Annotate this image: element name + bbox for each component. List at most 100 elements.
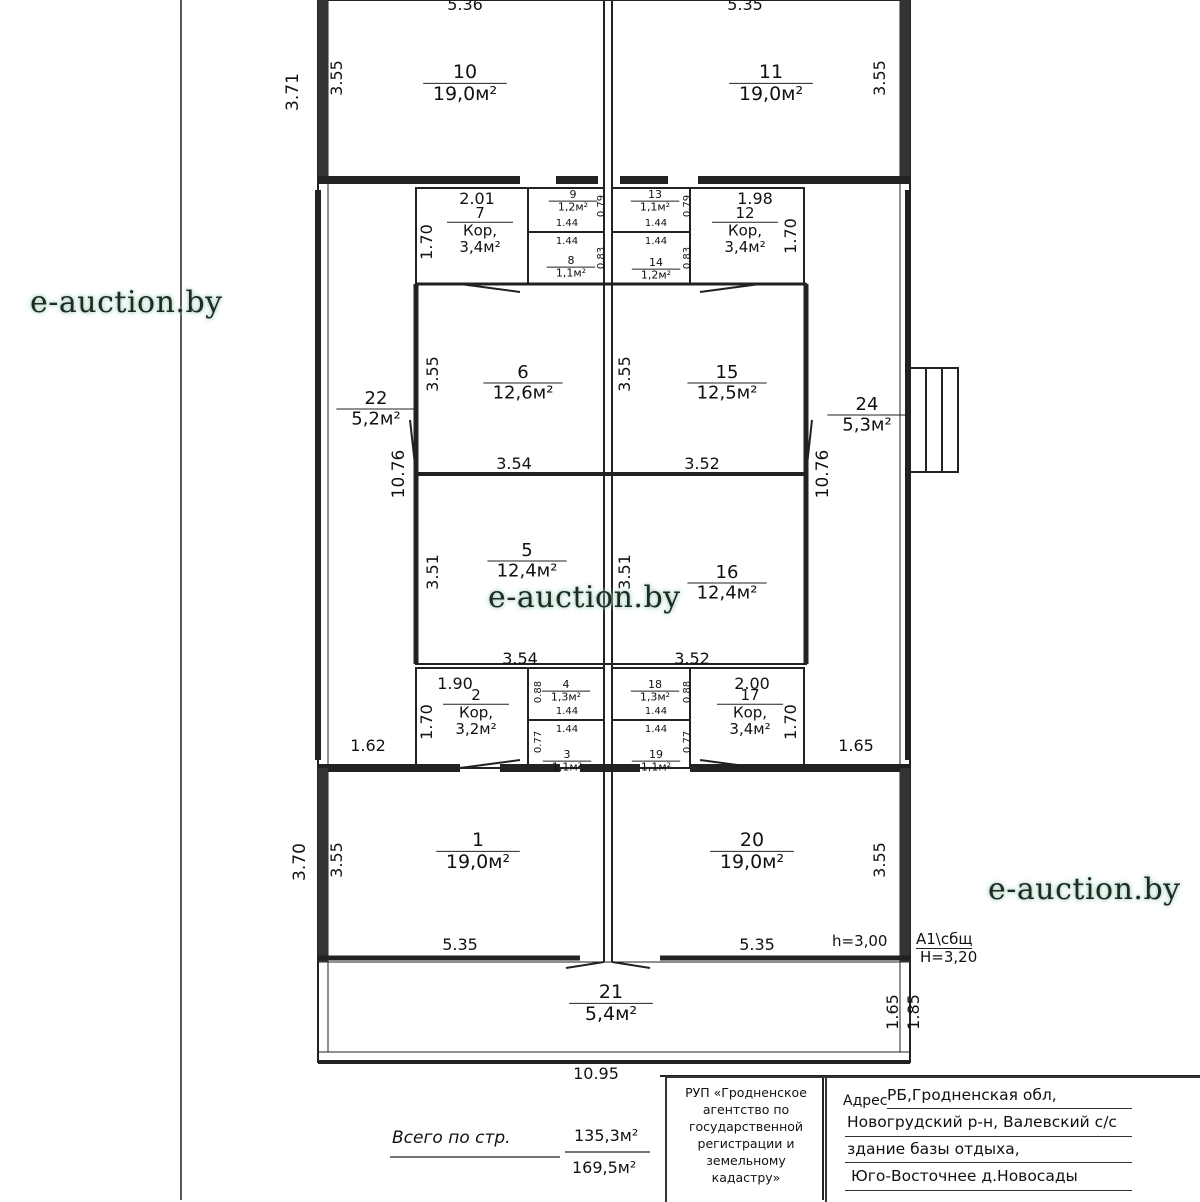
dimension-label: 1.44: [645, 724, 667, 735]
room-label: 9: [570, 188, 577, 201]
watermark: e-auction.by: [488, 580, 681, 615]
address-line: РБ,Гродненская обл,: [887, 1086, 1057, 1104]
room-label: 19,0м²: [446, 851, 510, 873]
dimension-label: 3.55: [870, 60, 889, 96]
room-label: 5: [521, 540, 532, 561]
dimension-label: 1.62: [350, 736, 386, 755]
total-label: Всего по стр.: [392, 1128, 511, 1148]
dimension-label: 0.77: [682, 731, 693, 753]
dimension-label: 3.55: [423, 356, 442, 392]
room-label: Кор,: [463, 221, 497, 239]
dimension-label: 5.36: [447, 0, 483, 14]
room-label: Кор,: [728, 221, 762, 239]
dimension-label: 1.70: [781, 218, 800, 254]
room-label: 7: [475, 204, 485, 222]
agency-block: РУП «Гродненское агентство по государств…: [665, 1076, 825, 1202]
watermark: e-auction.by: [988, 872, 1181, 907]
room-label: 3,4м²: [729, 720, 770, 738]
dimension-label: 1.70: [417, 224, 436, 260]
dimension-label: 1.70: [781, 704, 800, 740]
room-label: 3,4м²: [459, 238, 500, 256]
dimension-label: 3.71: [283, 73, 303, 111]
dimension-label: 3.55: [327, 842, 346, 878]
dimension-label: 1.90: [437, 674, 473, 693]
room-label: 12,5м²: [697, 383, 758, 404]
dimension-label: 5.35: [727, 0, 763, 14]
room-label: 20: [740, 829, 764, 851]
room-label: 19,0м²: [739, 83, 803, 105]
room-label: 1: [472, 829, 484, 851]
room-label: 15: [716, 362, 739, 383]
address-line: Новогрудский р-н, Валевский с/с: [847, 1113, 1117, 1131]
room-label: 5,2м²: [351, 409, 400, 430]
dimension-label: 0.88: [682, 681, 693, 703]
room-label: 11: [759, 61, 783, 83]
room-label: 16: [716, 562, 739, 583]
dimension-label: 1.44: [645, 236, 667, 247]
room-label: 14: [649, 256, 663, 269]
dimension-label: 2.00: [734, 674, 770, 693]
dimension-label: 1.44: [556, 218, 578, 229]
room-label: 12,6м²: [493, 383, 554, 404]
room-label: 13: [648, 188, 662, 201]
room-label: 18: [648, 678, 662, 691]
dimension-label: 3.55: [870, 842, 889, 878]
dimension-label: 0.77: [533, 731, 544, 753]
room-label: 21: [599, 981, 623, 1003]
agency-line: государственной: [688, 1119, 804, 1134]
dimension-label: 3.52: [684, 454, 720, 473]
dimension-label: 3.55: [327, 60, 346, 96]
dimension-label: 0.79: [682, 195, 693, 217]
dimension-label: 3.52: [674, 649, 710, 668]
dimension-label: 0.88: [533, 681, 544, 703]
room-label: 1,2м²: [558, 201, 588, 214]
address-line: здание базы отдыха,: [847, 1140, 1020, 1158]
total-area-block: Всего по стр.: [392, 1128, 511, 1148]
dimension-label: 1.44: [556, 706, 578, 717]
agency-line: земельному: [706, 1153, 786, 1168]
agency-line: агентство по: [702, 1102, 790, 1117]
room-label: 3,2м²: [455, 720, 496, 738]
room-label: 1,2м²: [641, 269, 671, 282]
dimension-label: 2.01: [459, 189, 495, 208]
agency-line: кадастру»: [711, 1170, 781, 1185]
dimension-label: 3.70: [290, 843, 310, 881]
room-label: 24: [856, 394, 879, 415]
room-label: 1,1м²: [552, 761, 582, 774]
dimension-label: 1.98: [737, 189, 773, 208]
building-height: Н=3,20: [920, 948, 978, 966]
room-label: 1,3м²: [551, 691, 581, 704]
dimension-label: 10.76: [389, 450, 409, 499]
address-label: Адрес: [843, 1093, 888, 1109]
watermark: e-auction.by: [30, 285, 223, 320]
room-label: 17: [740, 686, 759, 704]
room-label: 3,4м²: [724, 238, 765, 256]
dimension-label: 5.35: [442, 935, 478, 954]
room-label: 1,1м²: [556, 267, 586, 280]
dimension-label: 3.51: [615, 554, 634, 590]
room-label: 12,4м²: [697, 583, 758, 604]
dimension-label: 1.70: [417, 704, 436, 740]
dimension-label: 10.95: [573, 1064, 619, 1083]
dimension-label: 1.44: [556, 236, 578, 247]
room-label: 19: [649, 748, 663, 761]
room-label: 12: [735, 204, 754, 222]
total-area-full: 169,5м²: [572, 1158, 637, 1177]
room-label: 6: [517, 362, 528, 383]
dimension-label: 3.54: [502, 649, 538, 668]
room-label: 19,0м²: [433, 83, 497, 105]
dimension-label: 3.55: [615, 356, 634, 392]
room-label: 3: [564, 748, 571, 761]
dimension-label: 0.83: [596, 247, 607, 269]
dimension-label: 1.85: [904, 994, 923, 1030]
address-line: Юго-Восточнее д.Новосады: [851, 1167, 1078, 1185]
room-label: 4: [563, 678, 570, 691]
dimension-label: 1.44: [645, 706, 667, 717]
dimension-label: 1.65: [838, 736, 874, 755]
height-note: h=3,00: [832, 932, 888, 950]
dimension-label: 1.65: [883, 994, 902, 1030]
dimension-label: 0.79: [596, 195, 607, 217]
room-label: 5,3м²: [842, 415, 891, 436]
room-label: 22: [365, 388, 388, 409]
